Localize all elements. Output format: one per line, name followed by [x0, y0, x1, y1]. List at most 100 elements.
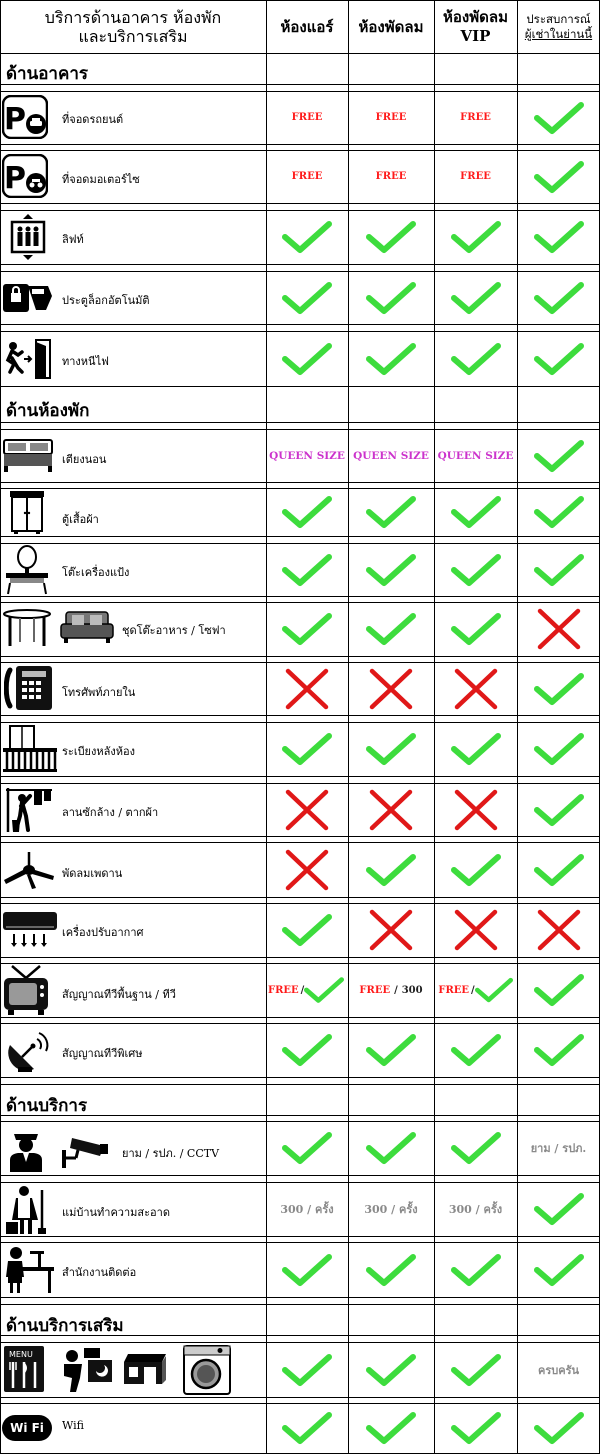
header-fan-room: ห้องพัดลม: [348, 2, 434, 52]
check-icon: [450, 1412, 501, 1444]
fire-exit-icon: [4, 338, 52, 384]
check-icon: [366, 281, 416, 314]
cross-icon: [537, 909, 580, 951]
cell-value: QUEEN SIZE: [348, 429, 434, 482]
cross-icon: [285, 789, 329, 830]
item-tv-special: สัญญาณทีวีพิเศษ: [62, 1047, 143, 1060]
cell-check: [517, 662, 600, 715]
cell-cross: [266, 783, 348, 836]
check-icon: [366, 1034, 416, 1066]
cell-check: [348, 271, 434, 324]
telephone-icon: [3, 664, 54, 716]
check-icon: [450, 1132, 501, 1164]
cell-check: [517, 331, 600, 386]
grid-line: [0, 1077, 600, 1078]
cell-check: [348, 488, 434, 536]
cell-check: [517, 783, 600, 836]
cell-check: [434, 842, 517, 897]
laundry-icon: [4, 786, 54, 838]
grid-line: [0, 1182, 600, 1183]
cell-check: [348, 210, 434, 264]
cross-icon: [285, 668, 329, 709]
cell-check: [517, 488, 600, 536]
cell-value: FREE: [434, 91, 517, 144]
cell-check: [434, 1342, 517, 1397]
cell-value: 300 / ครั้ง: [348, 1182, 434, 1236]
vanity-table-icon: [4, 545, 50, 599]
check-icon: [533, 853, 584, 886]
check-icon: [533, 1193, 584, 1225]
grid-line: [0, 715, 600, 716]
cell-check: [434, 210, 517, 264]
grid-line: [0, 543, 600, 544]
check-icon: [366, 1253, 416, 1286]
grid-line: [0, 1297, 600, 1298]
grid-line: [0, 331, 600, 332]
item-fire-exit: ทางหนีไฟ: [62, 355, 109, 368]
grid-line: [0, 836, 600, 837]
elevator-icon: [10, 212, 46, 266]
grid-line: [0, 1023, 600, 1024]
grid-line: [348, 0, 349, 1454]
office-desk-icon: [4, 1245, 56, 1299]
cross-icon: [537, 608, 580, 650]
cell-value: ครบครัน: [517, 1342, 600, 1397]
check-icon: [533, 281, 584, 314]
cctv-camera-icon: [60, 1130, 110, 1174]
cell-check: [266, 1242, 348, 1297]
check-icon: [533, 342, 584, 375]
check-icon: [533, 672, 584, 705]
wifi-icon: Wi Fi: [2, 1415, 52, 1441]
item-air-conditioner: เครื่องปรับอากาศ: [62, 926, 144, 939]
grid-line: [0, 429, 600, 430]
cross-icon: [369, 909, 413, 951]
grid-line: [0, 776, 600, 777]
header-line: VIP: [460, 27, 491, 45]
cell-check: [266, 903, 348, 957]
cell-check: [348, 1403, 434, 1453]
check-icon: [450, 281, 501, 314]
grid-line: [0, 1403, 600, 1404]
check-icon: [450, 342, 501, 375]
item-car-parking: ที่จอดรถยนต์: [62, 113, 124, 126]
cell-check: [348, 1242, 434, 1297]
grid-line: [0, 963, 600, 964]
item-ceiling-fan: พัดลมเพดาน: [62, 867, 123, 880]
cell-value: FREE: [348, 91, 434, 144]
cell-check: [517, 1403, 600, 1453]
check-icon: [533, 1412, 584, 1444]
item-dining-sofa: ชุดโต๊ะอาหาร / โซฟา: [122, 624, 226, 637]
cell-check: [348, 842, 434, 897]
header-line: ห้องพัดลม: [443, 8, 508, 26]
cell-check: [517, 842, 600, 897]
section-room: ด้านห้องพัก: [6, 401, 90, 421]
grid-line: [0, 662, 600, 663]
check-icon: [282, 1412, 332, 1444]
check-icon: [450, 733, 501, 765]
cell-value: 300 / ครั้ง: [434, 1182, 517, 1236]
free-text: FREE: [375, 112, 407, 123]
cell-check: [348, 331, 434, 386]
check-icon: [450, 553, 501, 586]
check-icon: [282, 1353, 332, 1386]
check-icon: [282, 342, 332, 375]
cell-check: [517, 429, 600, 482]
check-icon: [366, 1353, 416, 1386]
cell-check: [266, 1342, 348, 1397]
cell-value: FREE: [348, 150, 434, 203]
grid-line: [0, 1236, 600, 1237]
cell-check: [348, 722, 434, 776]
security-guard-icon: [6, 1126, 46, 1176]
check-icon: [282, 221, 332, 253]
cell-check: [348, 1342, 434, 1397]
check-icon: [450, 1034, 501, 1066]
free-text: FREE: [375, 171, 407, 182]
check-icon: [282, 1132, 332, 1164]
cell-check: [348, 1121, 434, 1175]
header-line: ผู้เช่าในย่านนี้: [524, 27, 593, 41]
complete-text: ครบครัน: [537, 1363, 580, 1377]
cell-check: [266, 602, 348, 656]
cell-cross: [348, 783, 434, 836]
cross-icon: [454, 668, 497, 709]
header-label: ห้องแอร์: [280, 17, 334, 36]
